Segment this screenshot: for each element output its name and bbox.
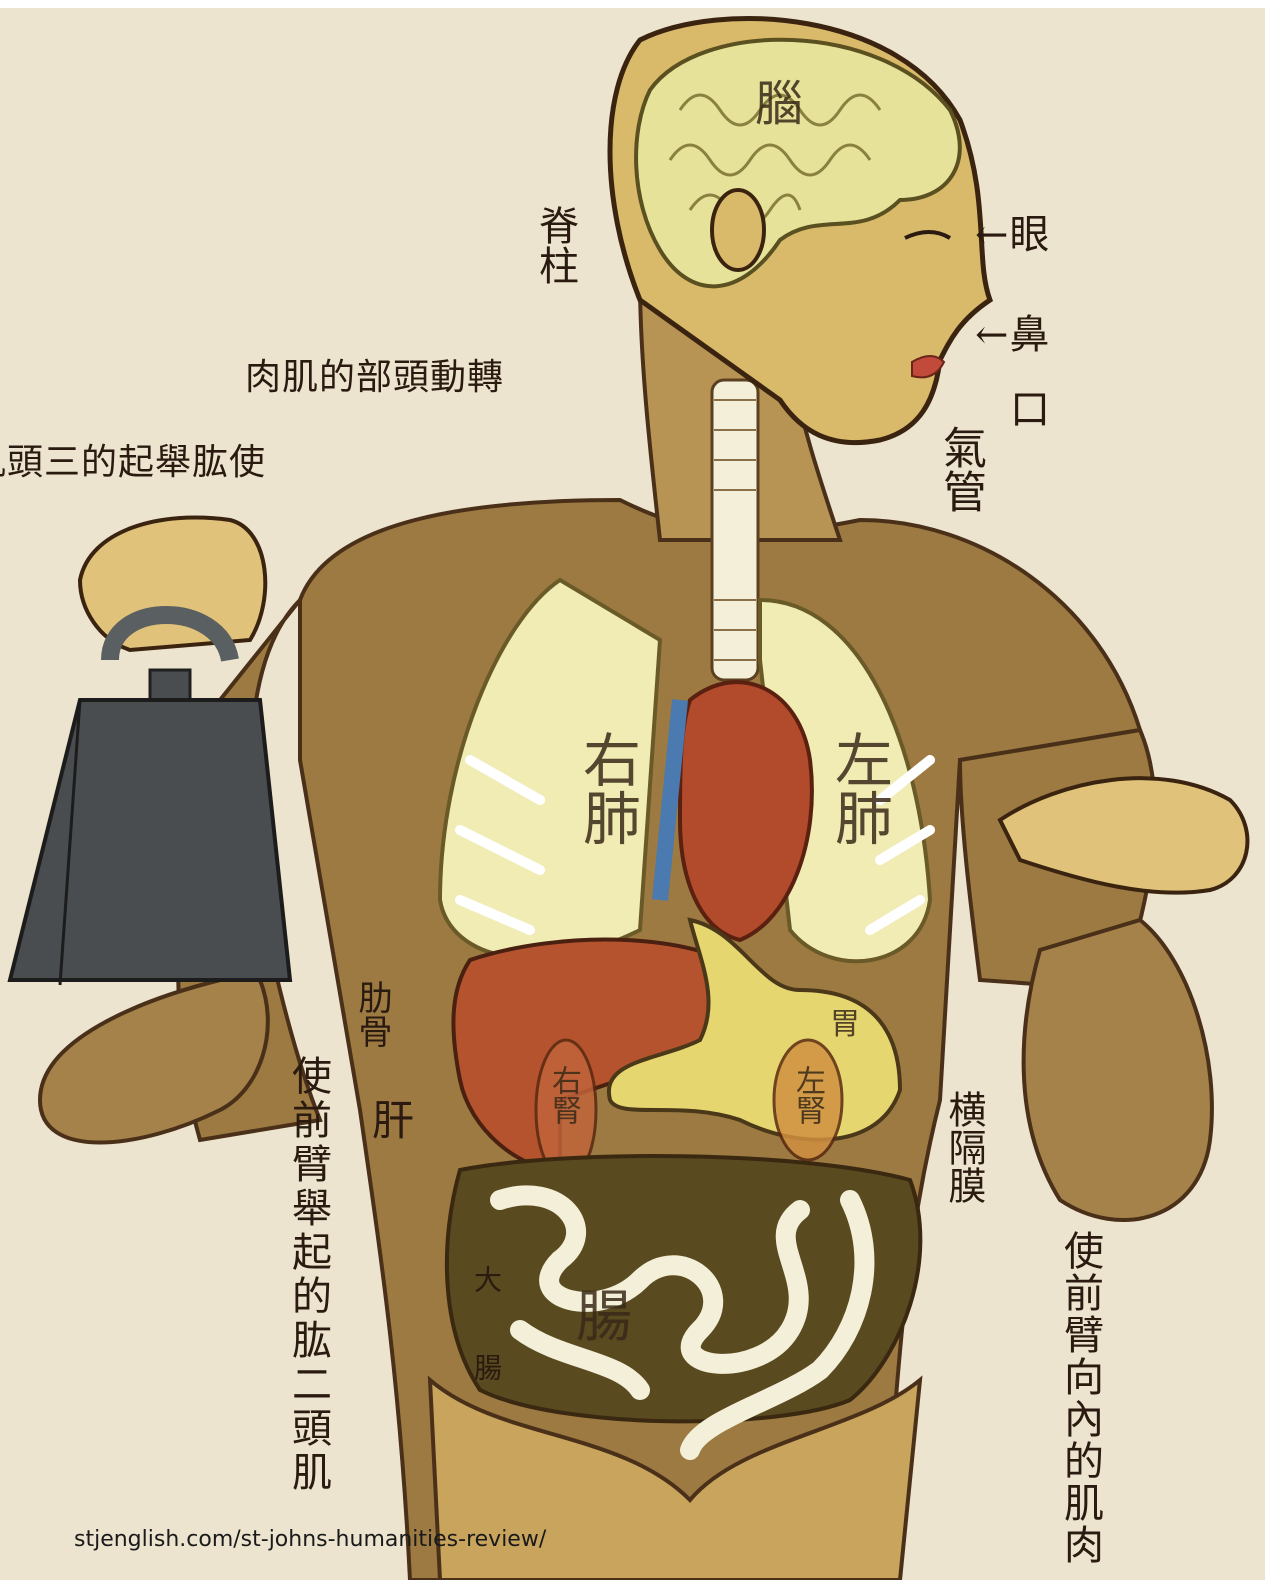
label-trachea: 氣管 (938, 425, 982, 513)
label-stomach: 胃 (830, 1010, 860, 1040)
label-right-kidney: 右腎 (548, 1065, 578, 1125)
label-forearm-muscle: 使前臂向內的肌肉 (1060, 1230, 1100, 1566)
label-triceps: 肌頭三的起舉肱使 (0, 445, 266, 481)
label-rib: 肋骨 (355, 980, 389, 1048)
label-neck-muscle: 肉肌的部頭動轉 (245, 360, 504, 396)
label-spine: 脊柱 (535, 205, 575, 285)
label-right-lung: 右肺 (578, 730, 636, 846)
label-intestine: 腸 (576, 1290, 632, 1346)
label-liver: 肝 (372, 1100, 415, 1142)
trachea (712, 380, 758, 680)
source-credit: stjenglish.com/st-johns-humanities-revie… (74, 1527, 546, 1552)
label-mouth: 口 (1010, 390, 1051, 430)
ear (712, 190, 764, 270)
label-left-kidney: 左腎 (792, 1065, 822, 1125)
label-nose: ←鼻 (975, 315, 1051, 355)
label-diaphragm: 横隔膜 (945, 1090, 983, 1204)
label-eye: ←眼 (975, 215, 1051, 255)
label-left-lung: 左肺 (830, 730, 888, 846)
label-large-intestine: 大腸 (472, 1265, 500, 1441)
label-brain: 腦 (755, 80, 803, 128)
label-biceps: 使前臂舉起的肱二頭肌 (288, 1055, 328, 1495)
